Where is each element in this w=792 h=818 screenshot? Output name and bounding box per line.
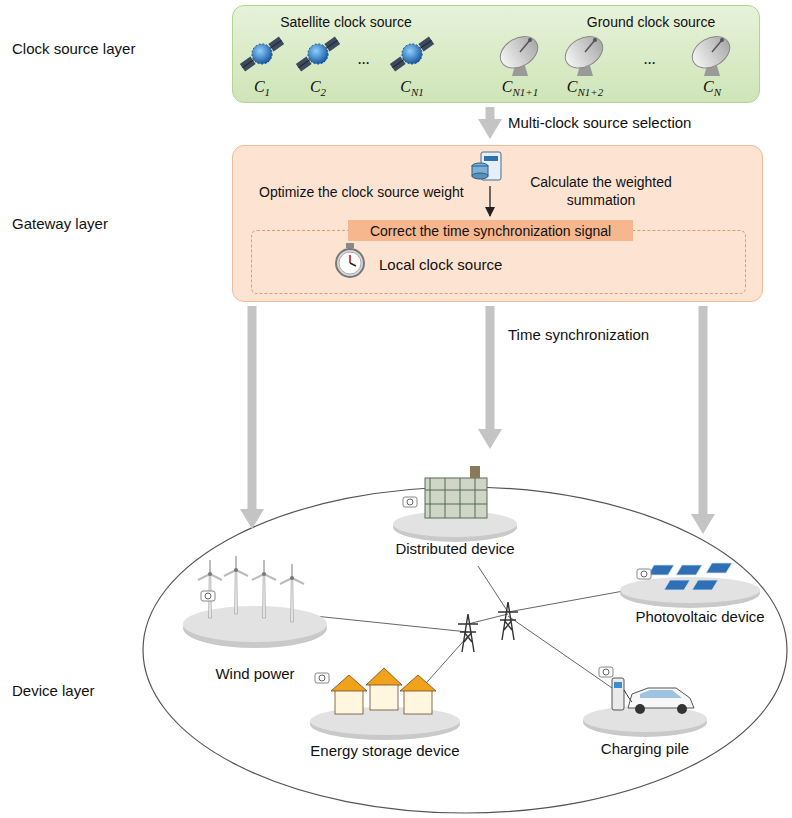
wind-power-picture — [280, 564, 304, 622]
power-lines — [305, 615, 468, 632]
stopwatch-icon — [346, 243, 354, 248]
clock-label: CN1+2 — [567, 78, 603, 101]
power-lines — [508, 616, 615, 690]
energy-storage-picture — [335, 690, 363, 714]
distributed-device-picture — [470, 466, 480, 478]
edge-label: Multi-clock source selection — [506, 114, 693, 132]
device-region — [143, 487, 787, 813]
charging-pile-picture — [677, 704, 687, 714]
node-text: Energy storage device — [310, 742, 459, 760]
energy-storage-picture — [310, 708, 460, 740]
power-lines — [508, 588, 640, 612]
node-text: Distributed device — [395, 540, 514, 558]
power-lines — [305, 566, 640, 690]
node-text: Wind power — [215, 665, 294, 683]
node-text: Charging pile — [601, 740, 689, 758]
clock-label: ... — [644, 50, 656, 68]
stopwatch-icon — [350, 263, 356, 266]
charging-pile-picture — [640, 690, 682, 698]
distributed-device-picture — [425, 478, 487, 518]
clock-label: ... — [358, 50, 370, 68]
layer-label: Clock source layer — [12, 40, 135, 58]
energy-storage-picture — [315, 673, 329, 683]
server-icon — [472, 173, 488, 179]
charging-pile-picture — [599, 667, 613, 677]
node-text: Calculate the weighted summation — [501, 173, 701, 209]
energy-storage-picture — [310, 707, 460, 735]
flow-arrow — [486, 306, 495, 431]
energy-storage-picture — [310, 668, 460, 740]
photovoltaic-picture — [648, 563, 732, 590]
device-region — [143, 487, 787, 813]
power-lines — [498, 602, 518, 640]
power-lines — [478, 566, 508, 612]
clock-label: C2 — [310, 78, 326, 101]
process-bar: Correct the time synchronization signal — [348, 220, 633, 241]
wind-power-picture — [201, 591, 215, 601]
layer-label: Gateway layer — [12, 215, 108, 233]
wind-power-picture — [183, 606, 327, 642]
photovoltaic-picture — [676, 565, 702, 575]
energy-storage-picture — [400, 675, 436, 691]
node-text: Ground clock source — [587, 13, 715, 31]
charging-pile-picture — [583, 706, 707, 732]
photovoltaic-picture — [620, 563, 760, 608]
node-text: Satellite clock source — [280, 13, 412, 31]
charging-pile-picture — [583, 667, 707, 737]
clock-label: C1 — [254, 78, 270, 101]
charging-pile-picture — [624, 690, 632, 702]
server-icon — [484, 156, 498, 161]
node-text: Correct the time synchronization signal — [370, 222, 611, 240]
photovoltaic-picture — [692, 580, 718, 590]
photovoltaic-picture — [664, 580, 690, 590]
node-text: Local clock source — [379, 256, 502, 274]
charging-pile-picture — [583, 707, 707, 737]
clock-label: CN1+1 — [502, 78, 538, 101]
distributed-device-picture — [403, 497, 417, 507]
charging-pile-picture — [614, 682, 622, 688]
stopwatch-icon — [336, 249, 364, 277]
node-text: Photovoltaic device — [635, 608, 764, 626]
energy-storage-picture — [331, 675, 367, 691]
node-text: Optimize the clock source weight — [259, 183, 464, 201]
server-icon — [489, 186, 490, 216]
flow-arrow — [699, 306, 708, 516]
clock-label: CN — [703, 78, 721, 101]
edge-label: Time synchronization — [506, 326, 651, 344]
wind-power-picture — [224, 556, 248, 614]
wind-power-picture — [252, 560, 276, 618]
wind-power-picture — [183, 556, 327, 648]
photovoltaic-picture — [620, 577, 760, 603]
stopwatch-icon — [339, 252, 361, 274]
charging-pile-picture — [612, 678, 624, 710]
stopwatch-icon — [349, 255, 351, 263]
energy-storage-picture — [366, 668, 402, 685]
photovoltaic-picture — [620, 578, 760, 608]
flow-arrow — [486, 107, 495, 121]
power-lines — [420, 636, 468, 690]
charging-pile-picture — [635, 704, 645, 714]
clock-label: CN1 — [400, 78, 424, 101]
photovoltaic-picture — [648, 565, 674, 575]
photovoltaic-picture — [706, 563, 732, 573]
flow-arrow — [248, 306, 257, 511]
wind-power-picture — [198, 560, 222, 618]
energy-storage-picture — [370, 684, 398, 710]
distributed-device-picture — [393, 466, 517, 542]
power-lines — [468, 614, 508, 624]
photovoltaic-picture — [637, 569, 651, 579]
layer-label: Device layer — [12, 682, 95, 700]
power-lines — [458, 614, 478, 652]
distributed-device-picture — [425, 478, 487, 518]
energy-storage-picture — [331, 668, 436, 714]
energy-storage-picture — [404, 690, 432, 714]
